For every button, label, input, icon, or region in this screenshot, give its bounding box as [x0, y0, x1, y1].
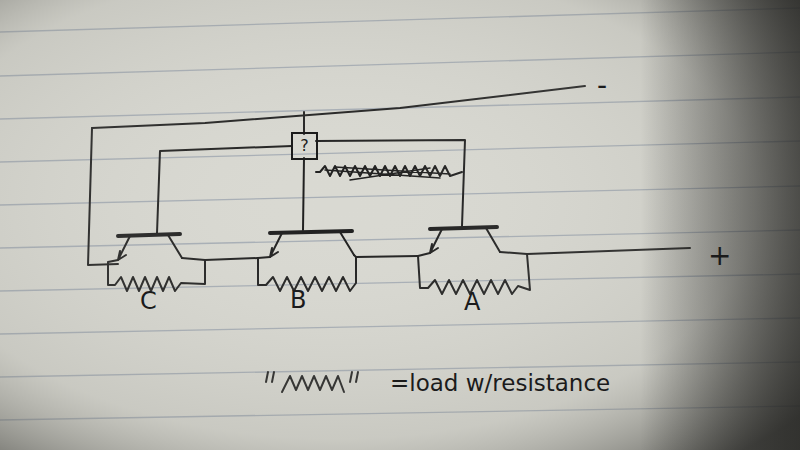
part-name: C [140, 289, 157, 313]
part-name: A [464, 290, 480, 314]
question-box: ? [291, 132, 318, 160]
box-label: ? [300, 138, 309, 154]
part-name: B [290, 288, 306, 312]
legend-note: =load w/resistance [390, 372, 610, 395]
terminal-sign: + [708, 242, 731, 270]
terminal-sign: - [597, 72, 607, 100]
